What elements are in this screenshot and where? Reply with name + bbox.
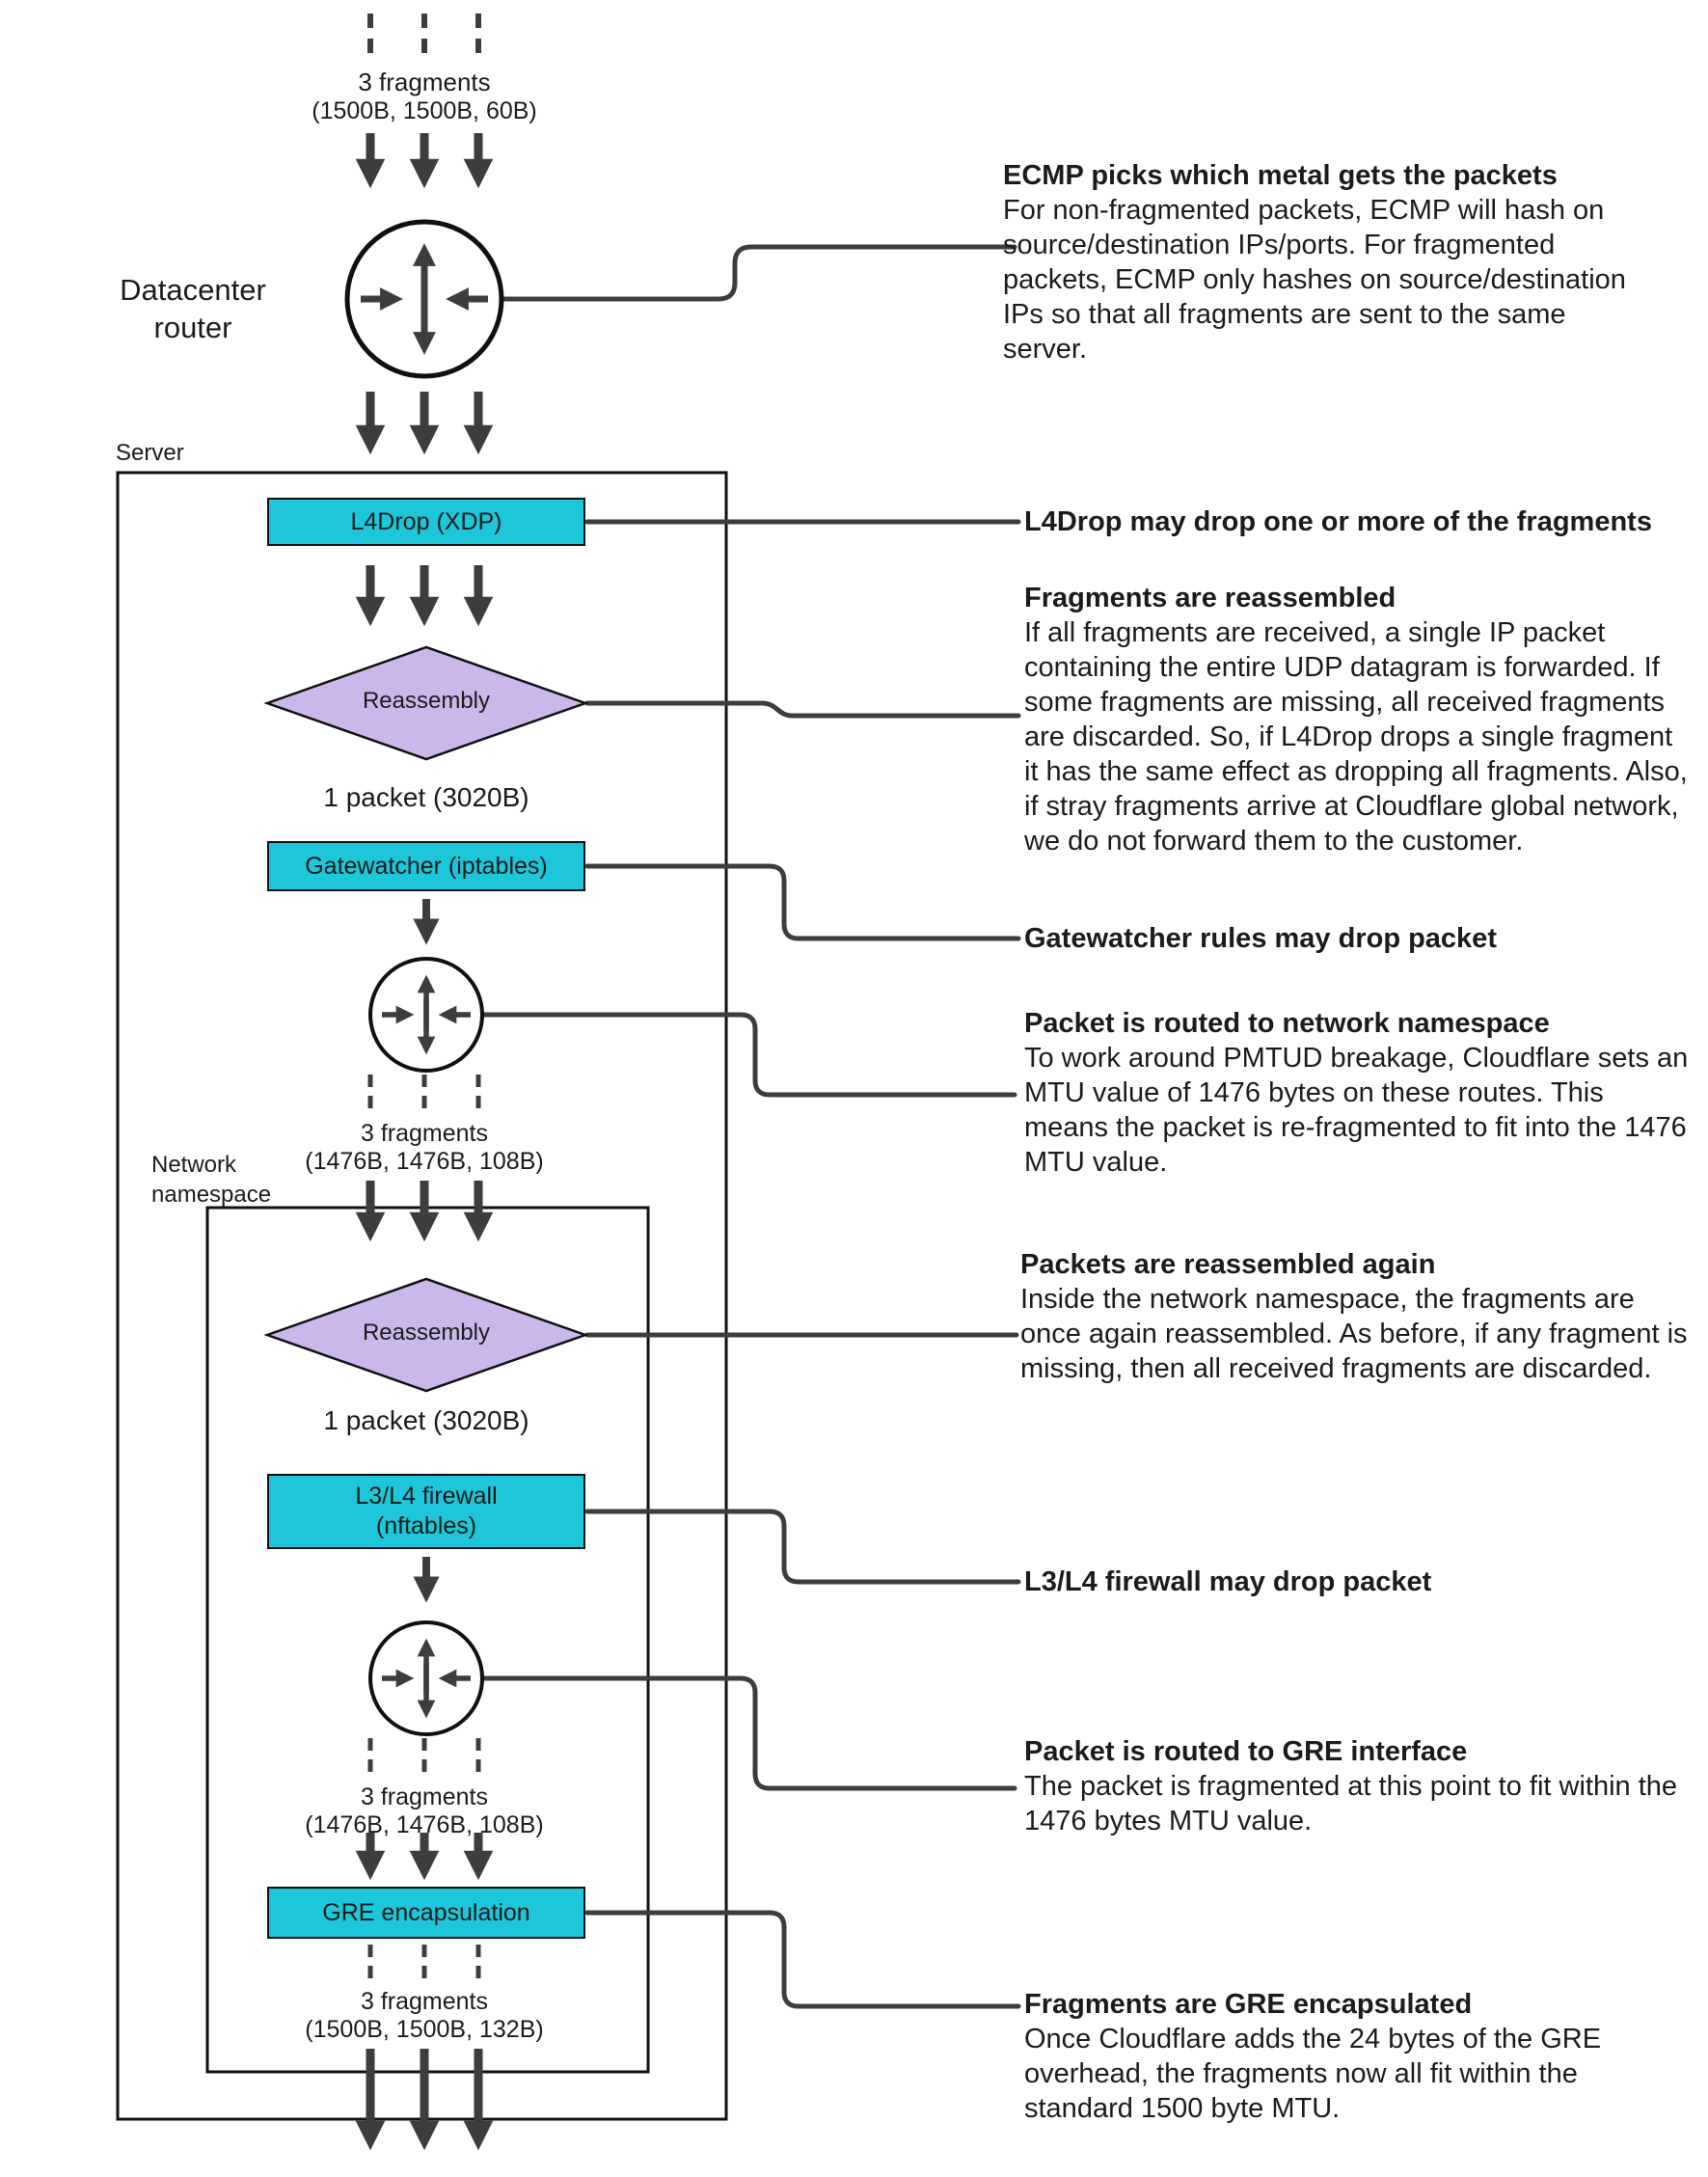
out-fragments-count: 3 fragments (360, 1988, 488, 2015)
route-icon-2 (368, 1620, 484, 1736)
annotation-gre-encap-body: Once Cloudflare adds the 24 bytes of the… (1024, 2024, 1602, 2124)
annotation-reassembly: Fragments are reassembled If all fragmen… (1024, 581, 1692, 858)
connector-gre-encap (584, 1910, 1021, 2009)
annotation-firewall-title: L3/L4 firewall may drop packet (1024, 1566, 1432, 1597)
arrows-into-router (355, 133, 494, 189)
gre-fragments-count: 3 fragments (360, 1783, 488, 1810)
annotation-reassembly-title: Fragments are reassembled (1024, 583, 1396, 613)
flow-arrows (355, 133, 494, 2151)
annotation-l4drop-title: L4Drop may drop one or more of the fragm… (1024, 506, 1652, 537)
connector-ecmp (499, 244, 1017, 302)
connector-reassembly (584, 700, 1021, 719)
top-fragments-sizes: (1500B, 1500B, 60B) (312, 97, 537, 124)
fragment-dashed-lines-1 (367, 1075, 481, 1115)
annotation-gatewatcher-title: Gatewatcher rules may drop packet (1024, 923, 1497, 954)
annotation-ecmp-body: For non-fragmented packets, ECMP will ha… (1003, 195, 1626, 365)
annotation-firewall: L3/L4 firewall may drop packet (1024, 1565, 1699, 1599)
l4drop-box: L4Drop (XDP) (267, 498, 585, 546)
annotation-gre-route-title: Packet is routed to GRE interface (1024, 1736, 1468, 1767)
firewall-box: L3/L4 firewall (nftables) (267, 1474, 585, 1549)
annotation-gre-route-body: The packet is fragmented at this point t… (1024, 1771, 1678, 1837)
reassembly-diamond-1 (263, 645, 589, 761)
packet-label-1: 1 packet (3020B) (323, 782, 529, 812)
connector-gre-route (479, 1675, 1017, 1791)
mid-fragments-count: 3 fragments (360, 1120, 488, 1147)
out-fragments-sizes: (1500B, 1500B, 132B) (305, 2016, 544, 2043)
arrows-l4drop-to-reassembly (355, 565, 494, 627)
network-namespace-label: Network namespace (151, 1152, 272, 1208)
fragment-dashed-lines-3 (367, 1945, 481, 1985)
arrows-into-gre (355, 1833, 494, 1881)
packet-label-2: 1 packet (3020B) (323, 1405, 529, 1435)
annotation-reassembly-body: If all fragments are received, a single … (1024, 617, 1688, 857)
gre-encapsulation-box: GRE encapsulation (267, 1887, 585, 1939)
gre-fragments-sizes: (1476B, 1476B, 108B) (305, 1811, 544, 1838)
annotation-gre-encap: Fragments are GRE encapsulated Once Clou… (1024, 1987, 1692, 2126)
datacenter-router-icon (344, 219, 504, 379)
connector-gatewatcher (584, 863, 1021, 941)
arrows-out-of-server (355, 2049, 494, 2151)
top-fragments-count: 3 fragments (358, 68, 491, 96)
route-icon-1 (368, 957, 484, 1073)
arrows-into-namespace (355, 1181, 494, 1242)
annotation-ecmp-title: ECMP picks which metal gets the packets (1003, 160, 1558, 191)
gatewatcher-box: Gatewatcher (iptables) (267, 841, 585, 891)
annotation-netns-title: Packet is routed to network namespace (1024, 1008, 1550, 1039)
datacenter-router-label: Datacenter router (120, 273, 266, 344)
annotation-ecmp: ECMP picks which metal gets the packets … (1003, 158, 1628, 367)
incoming-dashed-lines (367, 14, 481, 58)
annotation-gre-encap-title: Fragments are GRE encapsulated (1024, 1989, 1473, 2020)
connector-netns-route (479, 1012, 1017, 1098)
arrows-into-server (355, 392, 494, 455)
annotation-netns: Packet is routed to network namespace To… (1024, 1006, 1692, 1180)
annotation-reassembly2: Packets are reassembled again Inside the… (1020, 1247, 1695, 1386)
reassembly-label-1: Reassembly (362, 688, 491, 714)
connector-firewall (584, 1509, 1021, 1585)
annotation-connectors (479, 244, 1021, 2009)
reassembly-label-2: Reassembly (362, 1320, 491, 1346)
annotation-gre-route: Packet is routed to GRE interface The pa… (1024, 1734, 1699, 1838)
mid-fragments-sizes: (1476B, 1476B, 108B) (305, 1148, 544, 1175)
reassembly-diamond-2 (263, 1277, 589, 1393)
annotation-netns-body: To work around PMTUD breakage, Cloudflar… (1024, 1043, 1689, 1178)
annotation-reassembly2-title: Packets are reassembled again (1020, 1249, 1436, 1280)
server-box-label: Server (116, 440, 184, 466)
annotation-l4drop: L4Drop may drop one or more of the fragm… (1024, 504, 1699, 539)
annotation-gatewatcher: Gatewatcher rules may drop packet (1024, 921, 1699, 956)
annotation-reassembly2-body: Inside the network namespace, the fragme… (1020, 1284, 1688, 1384)
fragment-dashed-lines-2 (367, 1738, 481, 1779)
